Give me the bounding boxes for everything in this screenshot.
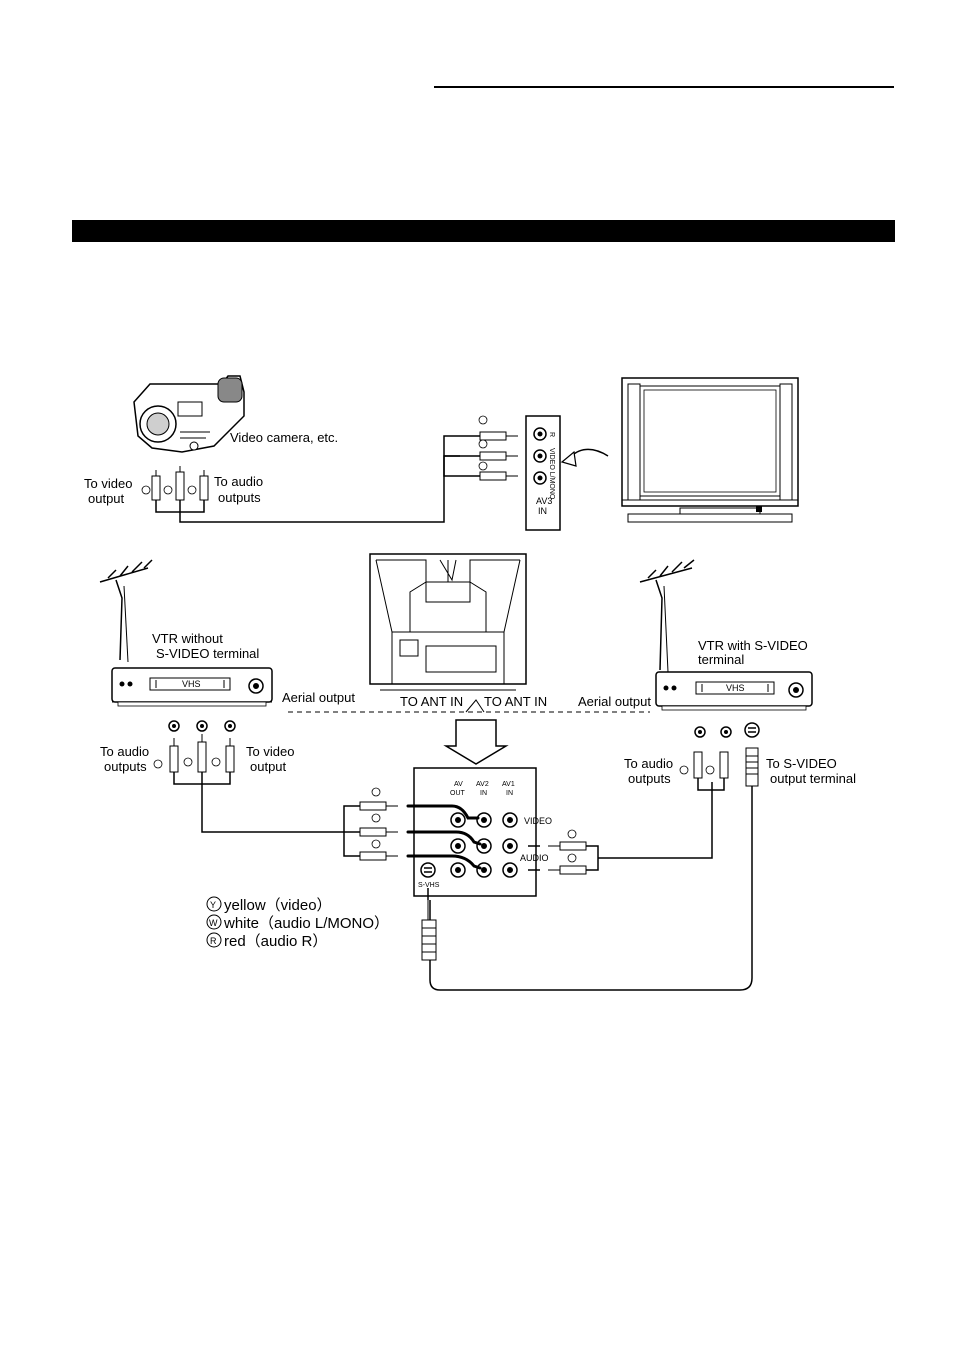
camera-label: Video camera, etc. bbox=[230, 430, 338, 445]
vtr-with-label: VTR with S-VIDEO bbox=[698, 638, 808, 653]
av2-in-label: AV2 bbox=[476, 781, 489, 788]
av3-r-label: R bbox=[548, 432, 555, 437]
left-to-audio-label-2: outputs bbox=[104, 759, 147, 774]
left-to-audio-label: To audio bbox=[100, 744, 149, 759]
to-audio-outputs-label: To audio bbox=[214, 474, 263, 489]
av3-label: AV3 bbox=[536, 496, 552, 506]
svhs-label: S-VHS bbox=[418, 882, 440, 889]
section-header-bar bbox=[72, 220, 895, 242]
vhs-right-label: VHS bbox=[726, 683, 745, 693]
av3-side-panel bbox=[525, 415, 561, 531]
vtr-without-label: VTR without bbox=[152, 631, 223, 646]
av3-video-mono-label: VIDEO L/MONO bbox=[548, 448, 555, 500]
legend-yellow: yellow（video） bbox=[224, 897, 332, 914]
left-to-video-label-2: output bbox=[250, 759, 287, 774]
av-out-label-2: OUT bbox=[450, 790, 466, 797]
to-video-output-label-2: output bbox=[88, 491, 125, 506]
right-to-svideo-label-2: output terminal bbox=[770, 771, 856, 786]
left-vcr-icon bbox=[111, 667, 273, 707]
legend-red: red（audio R） bbox=[224, 933, 327, 950]
av3-rca-plugs bbox=[478, 415, 518, 481]
legend-r-marker: R bbox=[210, 936, 217, 946]
video-camera-icon bbox=[133, 375, 245, 453]
svideo-plug bbox=[421, 900, 437, 961]
right-vcr-icon bbox=[655, 671, 813, 711]
right-to-audio-label: To audio bbox=[624, 756, 673, 771]
curved-arrow-icon bbox=[560, 448, 609, 467]
tv-rear-icon bbox=[369, 553, 527, 691]
to-ant-in-left-label: TO ANT IN bbox=[400, 694, 463, 709]
av3-in-label: IN bbox=[538, 506, 547, 516]
legend-w-marker: W bbox=[209, 918, 218, 928]
right-panel-plugs bbox=[548, 829, 587, 875]
av1-in-label: AV1 bbox=[502, 781, 515, 788]
ant-in-junction bbox=[465, 699, 485, 713]
av2-in-label-2: IN bbox=[480, 790, 487, 797]
legend: Y yellow（video） W white（audio L/MONO） R … bbox=[206, 896, 389, 950]
video-label: VIDEO bbox=[524, 816, 552, 826]
right-to-svideo-label: To S-VIDEO bbox=[766, 756, 837, 771]
left-panel-plugs bbox=[359, 787, 398, 861]
rear-av-panel bbox=[413, 767, 540, 897]
left-to-video-label: To video bbox=[246, 744, 294, 759]
right-vcr-jacks bbox=[679, 722, 760, 787]
tv-front-icon bbox=[621, 377, 799, 523]
to-ant-in-right-label: TO ANT IN bbox=[484, 694, 547, 709]
camera-rca-plugs bbox=[141, 466, 209, 501]
legend-white: white（audio L/MONO） bbox=[223, 915, 389, 932]
av1-in-label-2: IN bbox=[506, 790, 513, 797]
big-down-arrow-icon bbox=[443, 719, 509, 765]
av-out-label: AV bbox=[454, 781, 463, 788]
audio-label: AUDIO bbox=[520, 853, 549, 863]
top-rule bbox=[434, 86, 894, 88]
to-audio-outputs-label-2: outputs bbox=[218, 490, 261, 505]
left-vcr-jacks bbox=[153, 720, 236, 773]
aerial-output-left-label: Aerial output bbox=[282, 690, 355, 705]
right-antenna-icon bbox=[639, 559, 695, 673]
right-to-audio-label-2: outputs bbox=[628, 771, 671, 786]
legend-y-marker: Y bbox=[210, 900, 216, 910]
vtr-with-label-2: terminal bbox=[698, 652, 744, 667]
vtr-without-label-2: S-VIDEO terminal bbox=[156, 646, 259, 661]
vhs-left-label: VHS bbox=[182, 679, 201, 689]
to-video-output-label: To video bbox=[84, 476, 132, 491]
left-antenna-icon bbox=[99, 559, 153, 663]
aerial-output-right-label: Aerial output bbox=[578, 694, 651, 709]
